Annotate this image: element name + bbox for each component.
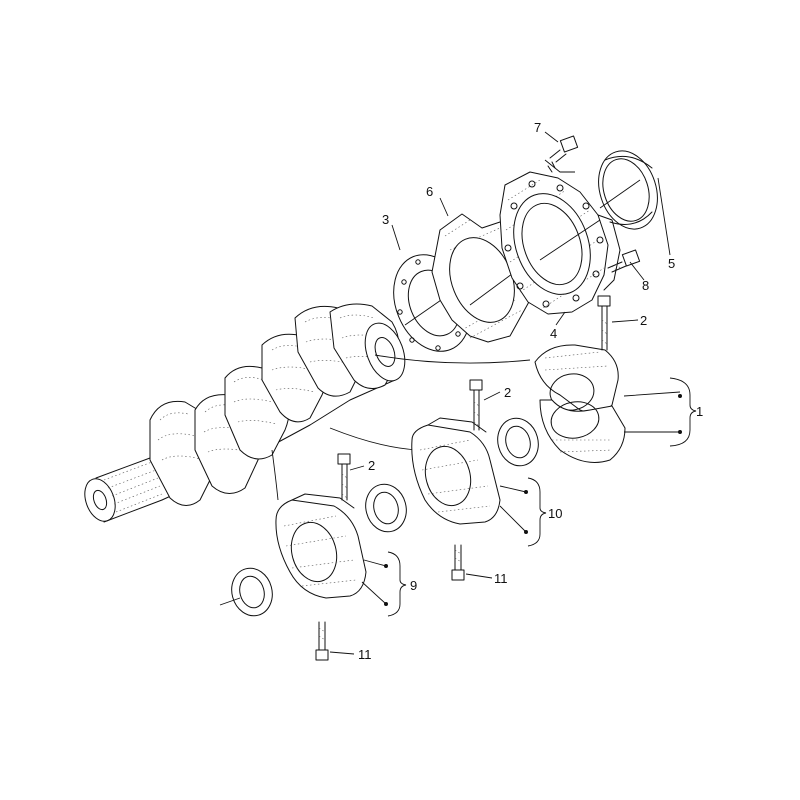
- callout-1: 1: [696, 404, 703, 419]
- part-11-bolt-lower: [315, 621, 329, 661]
- part-10-bearing-support: [411, 417, 501, 525]
- part-5-oil-seal: [598, 150, 658, 230]
- part-8-bolt: [607, 249, 641, 273]
- callout-11-lower: 11: [358, 647, 372, 662]
- part-9-bearing-shell-a: [365, 483, 407, 533]
- part-2-bolt-upper: [597, 295, 611, 351]
- part-4-rear-seal-housing: [499, 171, 621, 315]
- part-2-bolt-middle: [469, 379, 483, 431]
- part-9-bearing-support: [275, 493, 367, 599]
- crankshaft-rear-hub: [364, 322, 406, 382]
- callout-6: 6: [426, 184, 433, 199]
- callout-11-middle: 11: [494, 571, 508, 586]
- callout-2-lower: 2: [368, 458, 375, 473]
- callout-2-upper: 2: [640, 313, 647, 328]
- crankshaft: [84, 303, 531, 523]
- callout-7: 7: [534, 120, 541, 135]
- part-9-bearing-shell-b: [219, 567, 273, 617]
- crankshaft-splined-end: [84, 457, 163, 523]
- callout-5: 5: [668, 256, 675, 271]
- part-7-bolt: [547, 135, 579, 173]
- callout-9: 9: [410, 578, 417, 593]
- part-10-bearing-shell-a: [497, 417, 539, 467]
- part-1-bearing-cap-upper: [534, 344, 619, 414]
- callout-8: 8: [642, 278, 649, 293]
- callout-3: 3: [382, 212, 389, 227]
- part-11-bolt-middle: [451, 544, 465, 581]
- callout-2-middle: 2: [504, 385, 511, 400]
- callout-labels: 7 5 8 6 3 4 2 1 2 2 10 11 9 11: [358, 120, 703, 662]
- part-2-bolt-lower: [337, 453, 351, 501]
- callout-10: 10: [548, 506, 562, 521]
- callout-leaders: [329, 131, 671, 655]
- part-1-bearing-cap-lower: [539, 399, 626, 463]
- callout-4: 4: [550, 326, 557, 341]
